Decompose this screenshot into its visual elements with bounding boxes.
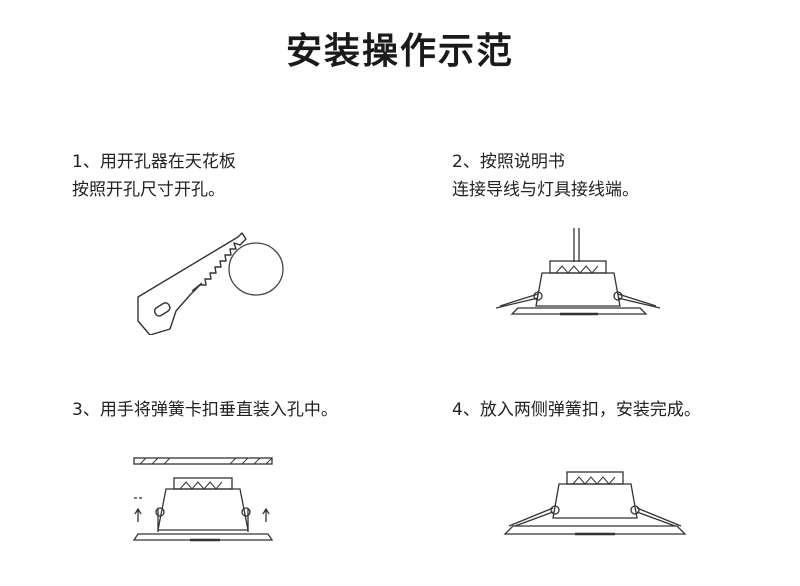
insert-illustration xyxy=(132,457,274,542)
step-4-text: 4、放入两侧弹簧扣，安装完成。 xyxy=(452,396,701,424)
step-3-line-1: 3、用手将弹簧卡扣垂直装入孔中。 xyxy=(72,400,338,420)
step-2-line-2: 连接导线与灯具接线端。 xyxy=(452,180,639,200)
wiring-illustration xyxy=(495,228,661,316)
step-1-line-1: 1、用开孔器在天花板 xyxy=(72,152,236,172)
step-2-text: 2、按照说明书 连接导线与灯具接线端。 xyxy=(452,148,639,204)
cut-hole-circle xyxy=(228,242,284,296)
step-1-text: 1、用开孔器在天花板 按照开孔尺寸开孔。 xyxy=(72,148,236,204)
step-2-line-1: 2、按照说明书 xyxy=(452,152,565,172)
step-4-line-1: 4、放入两侧弹簧扣，安装完成。 xyxy=(452,400,701,420)
hole-saw-illustration xyxy=(137,232,284,335)
page-title: 安装操作示范 xyxy=(285,31,514,72)
step-3-text: 3、用手将弹簧卡扣垂直装入孔中。 xyxy=(72,396,338,424)
completed-illustration xyxy=(503,471,687,536)
step-1-line-2: 按照开孔尺寸开孔。 xyxy=(72,180,225,200)
